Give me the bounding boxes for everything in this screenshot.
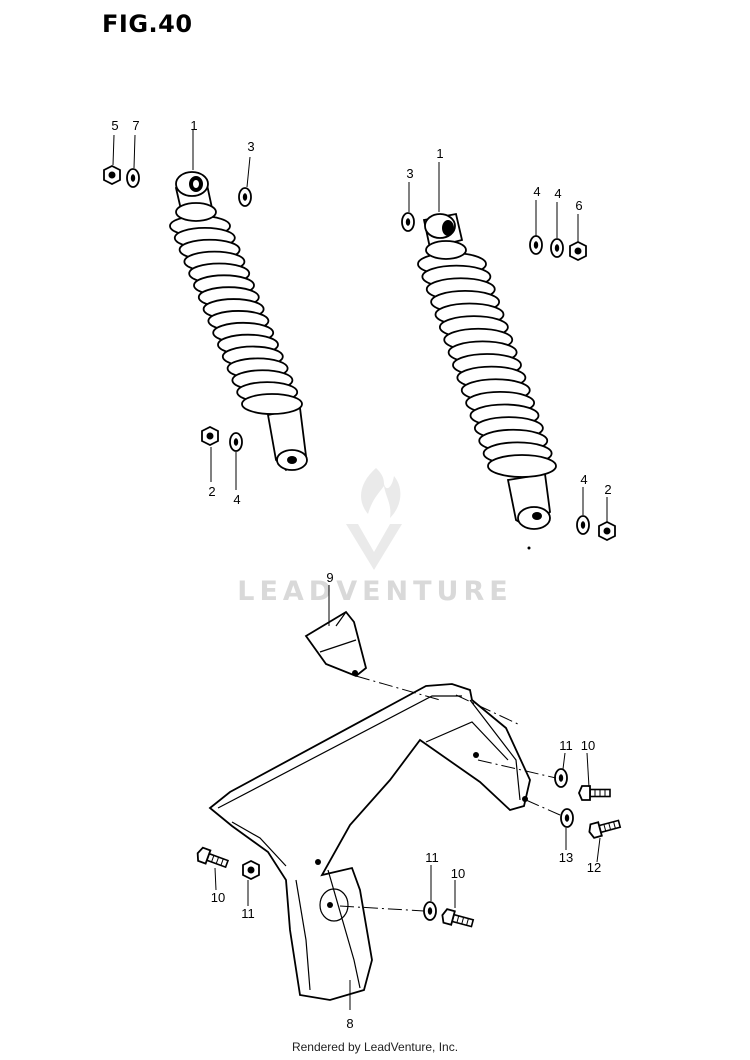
callout-7: 7	[132, 118, 139, 133]
bolt-12	[586, 816, 623, 840]
callout-3-right: 3	[406, 166, 413, 181]
callout-2-right: 2	[604, 482, 611, 497]
spring-coil-right-17	[487, 454, 557, 478]
washer-3-left	[238, 187, 252, 207]
footer-credit: Rendered by LeadVenture, Inc.	[291, 1040, 459, 1054]
callout-10-left: 10	[211, 890, 225, 905]
washer-13	[560, 808, 574, 828]
callout-10-right: 10	[581, 738, 595, 753]
washer-3-right	[401, 212, 415, 232]
nut-2-right	[598, 521, 616, 541]
spring-coils-right	[417, 252, 557, 478]
washer-4-lower	[576, 515, 590, 535]
figure-title: FIG.40	[102, 10, 193, 38]
callout-12: 12	[587, 860, 601, 875]
callout-4-left: 4	[233, 492, 240, 507]
callout-3-left: 3	[247, 139, 254, 154]
washer-11-center	[423, 901, 437, 921]
leader-lines	[112, 130, 608, 1010]
callout-9: 9	[326, 570, 333, 585]
callout-8: 8	[346, 1016, 353, 1031]
callout-4-a: 4	[533, 184, 540, 199]
washer-4-left	[229, 432, 243, 452]
callout-6: 6	[575, 198, 582, 213]
callout-2-left: 2	[208, 484, 215, 499]
washer-4-b	[550, 238, 564, 258]
nut-2-left	[201, 426, 219, 446]
watermark-flame-icon	[346, 468, 402, 570]
callout-labels: 5 7 1 3 2 4 3 1 4 4 6 4 2 9 11 10 13 12 …	[111, 118, 611, 1031]
bolt-10-left	[194, 845, 231, 872]
bolt-10-right	[578, 785, 611, 801]
callout-13: 13	[559, 850, 573, 865]
watermark-text: LEADVENTURE	[237, 576, 512, 607]
callout-1-left: 1	[190, 118, 197, 133]
washer-7	[126, 168, 140, 188]
callout-1-right: 1	[436, 146, 443, 161]
nut-5	[103, 165, 121, 185]
callout-11-center: 11	[425, 850, 439, 865]
assembly-lines	[339, 675, 561, 912]
spring-coils-left	[169, 215, 303, 415]
callout-4-lower: 4	[580, 472, 587, 487]
callout-4-b: 4	[554, 186, 561, 201]
callout-10-center: 10	[451, 866, 465, 881]
shock-absorber-right	[417, 212, 557, 550]
callout-11-left: 11	[241, 906, 255, 921]
bolt-10-center	[439, 907, 476, 931]
nut-6	[569, 241, 587, 261]
spring-coil-left-16	[241, 393, 303, 415]
bracket-9	[304, 610, 368, 678]
fender-8	[208, 683, 531, 1001]
washer-11-left	[242, 860, 260, 880]
callout-11-right: 11	[559, 738, 573, 753]
watermark: LEADVENTURE	[237, 468, 512, 607]
washer-11-right	[554, 768, 568, 788]
callout-5: 5	[111, 118, 118, 133]
washer-4-a	[529, 235, 543, 255]
shock-absorber-left	[169, 171, 308, 472]
